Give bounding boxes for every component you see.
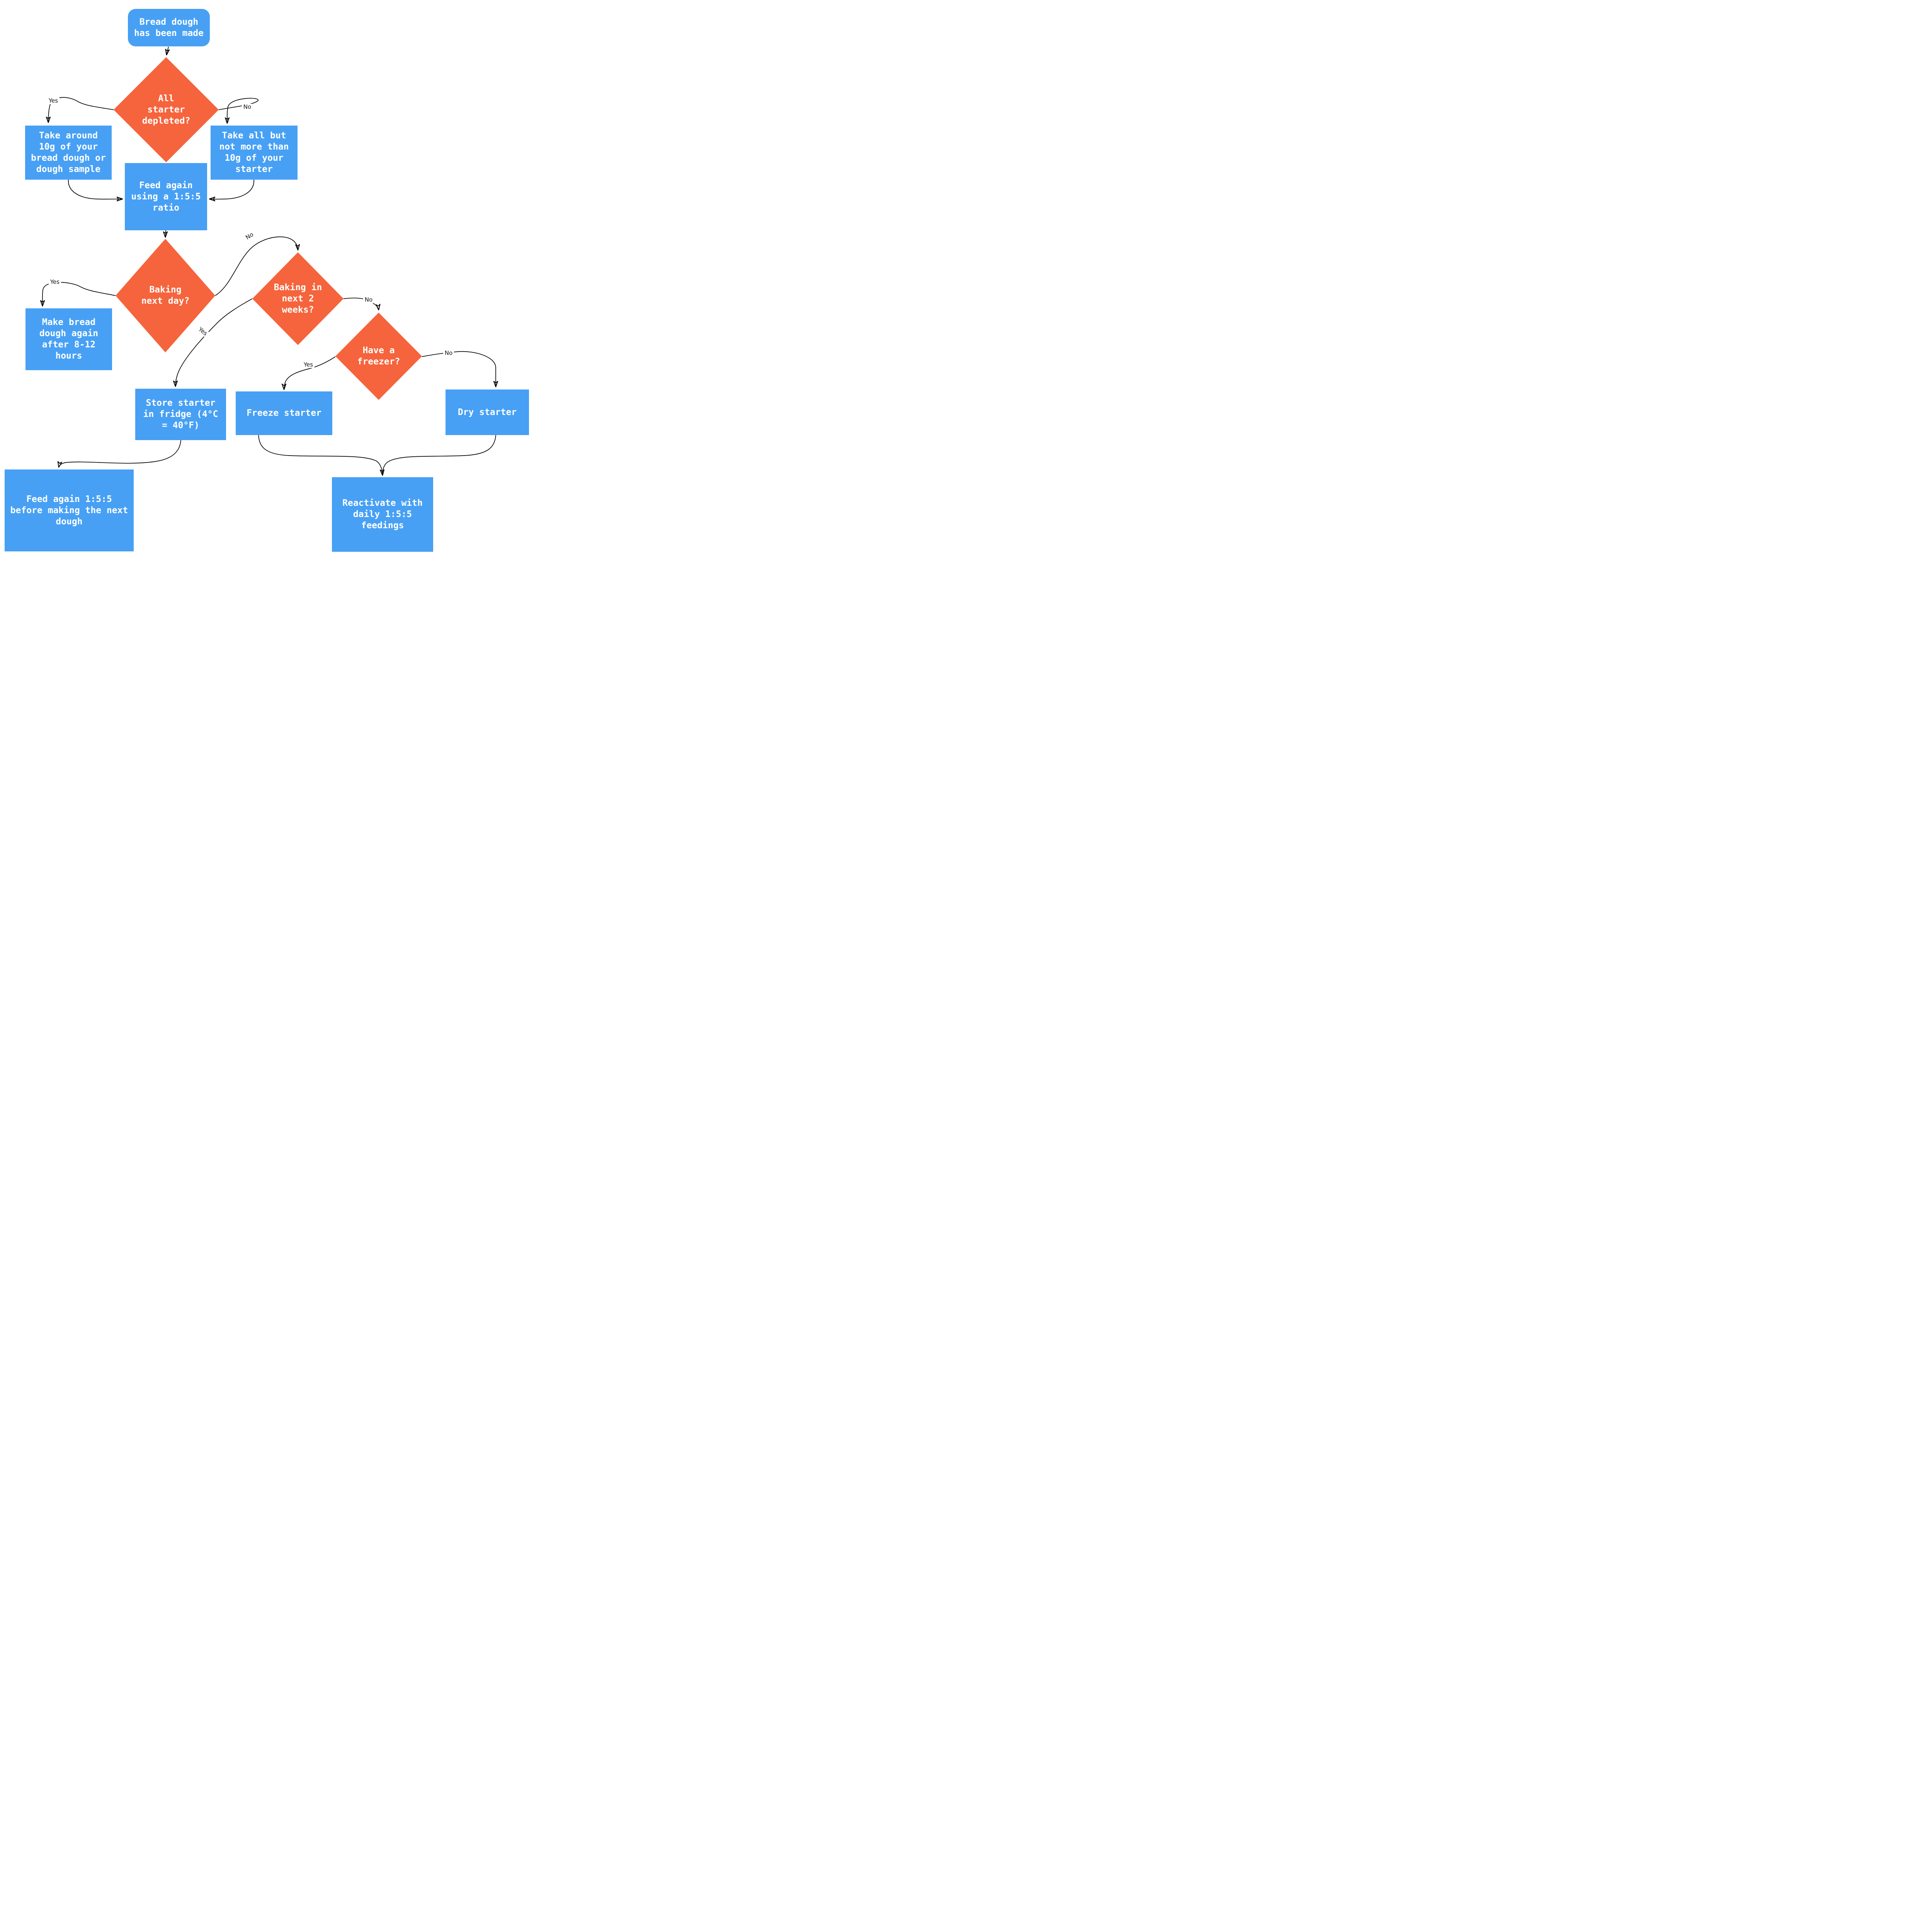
node-dry-starter: Dry starter [446,389,529,435]
edge-label-two-weeks-no: No [363,296,374,303]
edge-label-next-day-yes: Yes [48,279,61,286]
decision-have-freezer: Have a freezer? [335,313,422,400]
edge-start-to-depleted [167,46,168,55]
decision-all-starter-depleted: All starter depleted? [114,57,219,162]
edge-label-depleted-no: No [242,104,253,111]
node-take-10g-label: Take around 10g of your bread dough or d… [31,131,106,174]
node-reactivate-label: Reactivate with daily 1:5:5 feedings [342,498,423,531]
edge-nextday-yes [43,282,116,306]
node-feed-155-label: Feed again using a 1:5:5 ratio [131,180,201,213]
node-take-all-but-10g: Take all but not more than 10g of your s… [211,126,298,180]
node-freeze-starter: Freeze starter [236,391,332,435]
node-store-fridge: Store starter in fridge (4°C = 40°F) [135,389,226,440]
node-feed-155: Feed again using a 1:5:5 ratio [125,163,207,230]
edge-takeall-to-feed [209,179,254,199]
edge-feed-to-nextday [165,230,166,237]
edge-dry-to-reactivate [382,435,496,473]
node-take-10g: Take around 10g of your bread dough or d… [25,126,112,180]
node-dry-starter-label: Dry starter [457,407,517,417]
edge-label-freezer-no: No [443,350,454,357]
decision-have-freezer-label: Have a freezer? [357,345,400,367]
node-bread-dough-made: Bread dough has been made [128,9,210,46]
edge-label-depleted-yes: Yes [47,97,60,104]
decision-baking-2-weeks: Baking in next 2 weeks? [252,252,344,345]
node-make-bread-dough-again-label: Make bread dough again after 8-12 hours [39,317,99,361]
decision-baking-2-weeks-label: Baking in next 2 weeks? [274,282,322,315]
node-freeze-starter-label: Freeze starter [247,408,321,418]
node-make-bread-dough-again: Make bread dough again after 8-12 hours [26,308,112,370]
node-bread-dough-made-label: Bread dough has been made [134,17,204,38]
node-take-all-but-10g-label: Take all but not more than 10g of your s… [219,131,289,174]
edge-label-two-weeks-yes: Yes [196,325,210,338]
node-feed-before-next-dough-label: Feed again 1:5:5 before making the next … [10,494,128,527]
flowchart-canvas: Bread dough has been made All starter de… [0,0,530,552]
node-reactivate: Reactivate with daily 1:5:5 feedings [332,477,433,552]
node-store-fridge-label: Store starter in fridge (4°C = 40°F) [143,398,218,430]
edge-label-freezer-yes: Yes [302,361,315,368]
edge-freezer-no [422,351,496,387]
edge-depleted-no [218,98,259,123]
decision-baking-next-day-label: Baking next day? [141,285,190,306]
decision-baking-next-day: Baking next day? [116,239,215,352]
edge-fridge-to-feedbefore [59,440,181,467]
node-feed-before-next-dough: Feed again 1:5:5 before making the next … [5,469,134,551]
edge-freeze-to-reactivate [258,435,383,475]
edge-label-next-day-no: No [243,230,256,242]
decision-all-starter-depleted-label: All starter depleted? [142,93,190,126]
edge-take10g-to-feed [68,179,122,199]
